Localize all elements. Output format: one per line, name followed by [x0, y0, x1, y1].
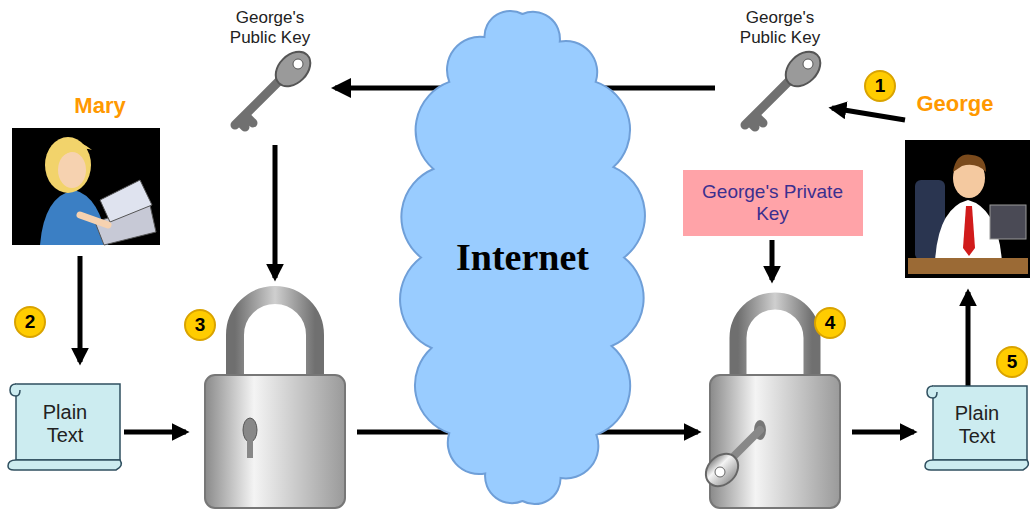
callout-number: 1 — [864, 70, 896, 102]
node-label: George's Public Key — [725, 8, 835, 47]
node-label: Internet — [456, 236, 589, 280]
public-key: George's Public Key — [205, 4, 335, 140]
plain-text-scroll: Plain Text — [925, 378, 1029, 472]
george-picture — [905, 140, 1030, 278]
node-label: Plain Text — [941, 402, 1013, 448]
callout-number: 3 — [184, 309, 216, 341]
node-label: Plain Text — [29, 401, 101, 447]
callout-number: 5 — [996, 346, 1028, 378]
node-text-group: Internet — [456, 236, 589, 280]
node-text-group: George's Public Key — [215, 8, 325, 47]
key-icon — [715, 47, 845, 140]
node-label: George's Private Key — [693, 181, 853, 225]
callout-number: 4 — [814, 307, 846, 339]
key-icon — [205, 47, 335, 140]
internet-cloud: Internet — [405, 0, 640, 515]
private-key-box: George's Private Key — [683, 170, 863, 236]
node-label: George's Public Key — [215, 8, 325, 47]
node-text-group: Plain Text — [29, 401, 101, 447]
person-name: George — [916, 91, 993, 117]
node-text-group: Plain Text — [941, 402, 1013, 448]
node-text-group: George's Public Key — [725, 8, 835, 47]
mary-picture — [12, 128, 160, 245]
plain-text-scroll: Plain Text — [8, 376, 122, 472]
callout-number: 2 — [14, 306, 46, 338]
public-key: George's Public Key — [715, 4, 845, 140]
node-text-group: George's Private Key — [693, 181, 853, 225]
person-name: Mary — [74, 93, 125, 119]
padlock-encrypt — [205, 295, 345, 508]
